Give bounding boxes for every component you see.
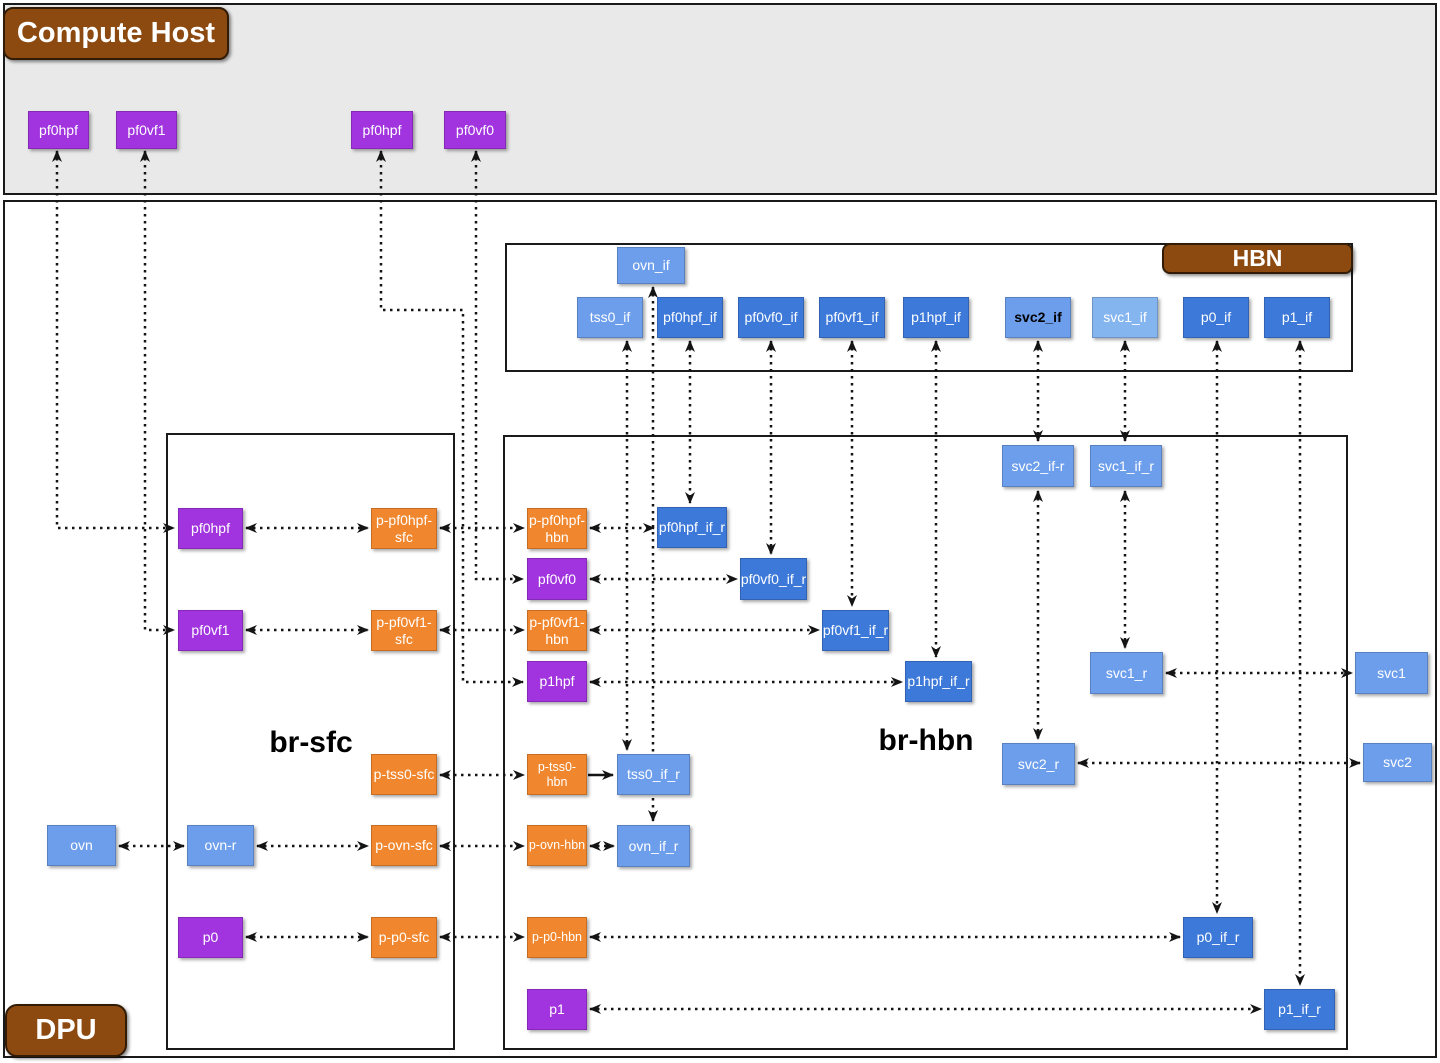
node-p-pf0vf1-sfc: p-pf0vf1- sfc <box>371 610 437 651</box>
node-p-pf0hpf-hbn: p-pf0hpf- hbn <box>527 508 587 549</box>
compute-host-region <box>3 3 1437 195</box>
node-p-ovn-sfc: p-ovn-sfc <box>371 825 437 866</box>
node-svc2_if: svc2_if <box>1005 297 1071 338</box>
compute-host-label: Compute Host <box>3 7 229 60</box>
node-p1hpf_if: p1hpf_if <box>903 297 969 338</box>
node-pf0hpf_if: pf0hpf_if <box>657 297 723 338</box>
node-pf0vf0_if: pf0vf0_if <box>738 297 804 338</box>
node-tss0_if: tss0_if <box>577 297 643 338</box>
br-sfc-bridge-box <box>166 433 455 1050</box>
node-p-p0-hbn: p-p0-hbn <box>527 917 587 958</box>
node-p-p0-sfc: p-p0-sfc <box>371 917 437 958</box>
node-pf0vf0_if_r: pf0vf0_if_r <box>740 558 807 600</box>
node-p-pf0vf1-hbn: p-pf0vf1- hbn <box>527 610 587 651</box>
br-hbn-bridge-box <box>503 435 1348 1050</box>
node-svc1: svc1 <box>1355 652 1428 694</box>
node-svc2: svc2 <box>1363 743 1432 782</box>
br-hbn-title: br-hbn <box>878 724 974 757</box>
node-host-pf0hpf-2: pf0hpf <box>351 111 413 149</box>
hbn-label: HBN <box>1162 243 1353 274</box>
node-pf0vf1_if: pf0vf1_if <box>819 297 885 338</box>
node-ovn-r: ovn-r <box>187 825 254 866</box>
node-ovn_if: ovn_if <box>617 247 685 284</box>
node-p1_if_r: p1_if_r <box>1264 989 1335 1030</box>
node-sfc-pf0vf1: pf0vf1 <box>178 610 243 651</box>
node-hbn-pf0vf0: pf0vf0 <box>527 558 587 600</box>
dpu-label: DPU <box>5 1004 127 1057</box>
node-p0_if: p0_if <box>1183 297 1249 338</box>
node-hbn-p1hpf: p1hpf <box>527 661 587 702</box>
node-svc1_r: svc1_r <box>1090 652 1163 694</box>
node-host-pf0hpf-1: pf0hpf <box>28 111 89 149</box>
node-host-pf0vf0: pf0vf0 <box>444 111 506 149</box>
node-tss0_if_r: tss0_if_r <box>617 754 690 795</box>
node-svc2_if-r: svc2_if-r <box>1002 445 1074 487</box>
node-svc2_r: svc2_r <box>1002 743 1075 785</box>
node-sfc-p0: p0 <box>178 917 243 958</box>
node-p-ovn-hbn: p-ovn-hbn <box>527 825 587 866</box>
node-pf0hpf_if_r: pf0hpf_if_r <box>657 507 727 548</box>
node-pf0vf1_if_r: pf0vf1_if_r <box>822 610 889 651</box>
node-ovn: ovn <box>47 825 116 866</box>
node-svc1_if: svc1_if <box>1092 297 1158 338</box>
node-svc1_if_r: svc1_if_r <box>1090 445 1162 487</box>
node-p-tss0-hbn: p-tss0-hbn <box>527 754 587 795</box>
node-p1hpf_if_r: p1hpf_if_r <box>905 661 972 702</box>
node-ovn_if_r: ovn_if_r <box>617 825 690 867</box>
node-p0_if_r: p0_if_r <box>1183 917 1253 958</box>
node-p-tss0-sfc: p-tss0-sfc <box>371 754 437 795</box>
node-sfc-pf0hpf: pf0hpf <box>178 508 243 549</box>
node-p-pf0hpf-sfc: p-pf0hpf- sfc <box>371 508 437 549</box>
node-p1_if: p1_if <box>1264 297 1330 338</box>
node-host-pf0vf1: pf0vf1 <box>116 111 177 149</box>
br-sfc-title: br-sfc <box>269 726 353 759</box>
node-hbn-p1: p1 <box>527 989 587 1030</box>
